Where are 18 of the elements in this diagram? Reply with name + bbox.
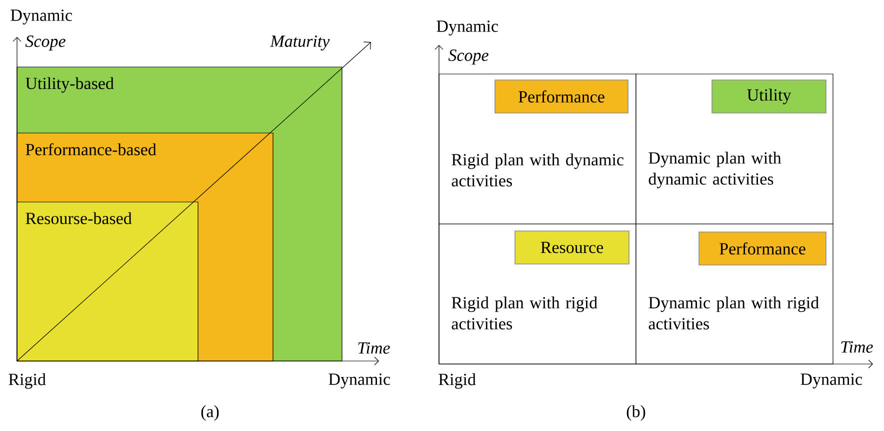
axis-label: Dynamic xyxy=(10,10,72,24)
axis-label: Scope xyxy=(448,50,488,64)
axis-label: Maturity xyxy=(270,36,330,50)
axis-label: Rigid xyxy=(8,373,46,389)
axis-label: Rigid xyxy=(438,373,476,389)
panel-label: (b) xyxy=(626,405,646,421)
stage-region: Resourse-based xyxy=(16,202,198,362)
axis-label: Scope xyxy=(25,36,66,50)
axis-label: Dynamic xyxy=(800,374,862,388)
category-tag: Performance xyxy=(494,80,628,114)
category-tag: Performance xyxy=(698,232,826,266)
axis-label: Time xyxy=(841,341,873,353)
category-tag: Utility xyxy=(712,80,826,114)
axis-label: Time xyxy=(358,342,390,354)
panel-label: (a) xyxy=(201,405,219,421)
axis-label: Dynamic xyxy=(328,374,390,388)
category-tag: Resource xyxy=(514,230,630,264)
axis-label: Dynamic xyxy=(436,20,498,36)
